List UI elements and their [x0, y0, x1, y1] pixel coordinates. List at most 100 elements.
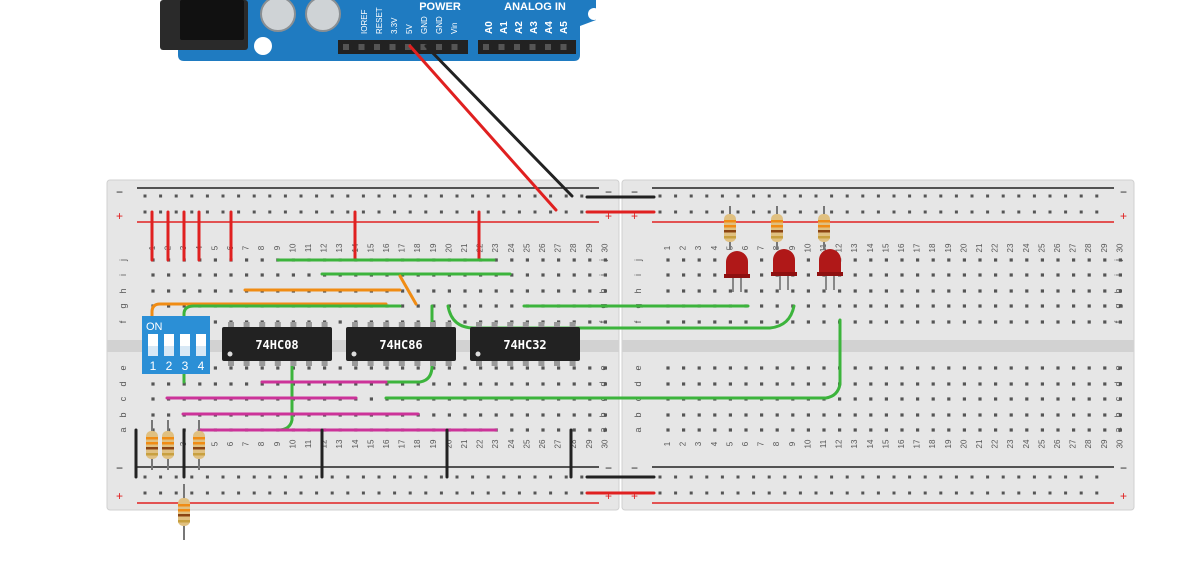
header-socket[interactable] [405, 44, 411, 50]
rail-hole[interactable] [705, 194, 709, 198]
breadboard-hole[interactable] [806, 428, 810, 432]
breadboard-hole[interactable] [713, 289, 717, 293]
breadboard-hole[interactable] [557, 258, 561, 262]
rail-hole[interactable] [346, 210, 350, 214]
breadboard-hole[interactable] [775, 304, 779, 308]
breadboard-hole[interactable] [806, 413, 810, 417]
breadboard-hole[interactable] [744, 413, 748, 417]
breadboard-hole[interactable] [853, 366, 857, 370]
rail-hole[interactable] [1017, 194, 1021, 198]
rail-hole[interactable] [1032, 491, 1036, 495]
breadboard-hole[interactable] [260, 366, 264, 370]
breadboard-hole[interactable] [838, 397, 842, 401]
breadboard-hole[interactable] [1009, 428, 1013, 432]
breadboard-hole[interactable] [884, 258, 888, 262]
rail-hole[interactable] [377, 491, 381, 495]
breadboard-hole[interactable] [962, 320, 966, 324]
dip-switch-lever[interactable] [180, 334, 190, 356]
rail-hole[interactable] [486, 475, 490, 479]
breadboard-hole[interactable] [791, 320, 795, 324]
rail-hole[interactable] [1079, 475, 1083, 479]
rail-hole[interactable] [720, 210, 724, 214]
breadboard-hole[interactable] [806, 258, 810, 262]
breadboard-hole[interactable] [572, 428, 576, 432]
rail-hole[interactable] [923, 491, 927, 495]
breadboard-hole[interactable] [1103, 304, 1107, 308]
breadboard-hole[interactable] [541, 258, 545, 262]
breadboard-hole[interactable] [744, 382, 748, 386]
breadboard-hole[interactable] [167, 289, 171, 293]
breadboard-hole[interactable] [369, 397, 373, 401]
breadboard-hole[interactable] [884, 428, 888, 432]
breadboard-hole[interactable] [869, 304, 873, 308]
breadboard-hole[interactable] [1040, 304, 1044, 308]
breadboard-hole[interactable] [494, 258, 498, 262]
breadboard-hole[interactable] [338, 320, 342, 324]
breadboard-hole[interactable] [260, 258, 264, 262]
rail-hole[interactable] [580, 194, 584, 198]
rail-hole[interactable] [237, 210, 241, 214]
breadboard-hole[interactable] [1056, 397, 1060, 401]
breadboard-hole[interactable] [994, 258, 998, 262]
rail-hole[interactable] [767, 475, 771, 479]
breadboard-hole[interactable] [603, 382, 607, 386]
breadboard-hole[interactable] [884, 289, 888, 293]
breadboard-hole[interactable] [1040, 258, 1044, 262]
rail-hole[interactable] [1048, 475, 1052, 479]
rail-hole[interactable] [471, 475, 475, 479]
breadboard-hole[interactable] [666, 273, 670, 277]
rail-hole[interactable] [845, 194, 849, 198]
rail-hole[interactable] [1032, 475, 1036, 479]
breadboard-hole[interactable] [557, 428, 561, 432]
breadboard-hole[interactable] [1087, 397, 1091, 401]
breadboard-hole[interactable] [760, 258, 764, 262]
breadboard-hole[interactable] [994, 428, 998, 432]
breadboard-hole[interactable] [760, 413, 764, 417]
rail-hole[interactable] [814, 210, 818, 214]
breadboard-hole[interactable] [728, 428, 732, 432]
breadboard-hole[interactable] [853, 273, 857, 277]
rail-hole[interactable] [190, 475, 194, 479]
breadboard-hole[interactable] [884, 397, 888, 401]
breadboard-hole[interactable] [1072, 273, 1076, 277]
breadboard-hole[interactable] [167, 273, 171, 277]
breadboard-hole[interactable] [760, 382, 764, 386]
rail-hole[interactable] [361, 210, 365, 214]
breadboard-hole[interactable] [806, 366, 810, 370]
rail-hole[interactable] [1001, 491, 1005, 495]
breadboard-hole[interactable] [884, 320, 888, 324]
breadboard-hole[interactable] [229, 382, 233, 386]
resistor-led[interactable] [724, 206, 736, 250]
rail-hole[interactable] [736, 491, 740, 495]
breadboard-hole[interactable] [713, 413, 717, 417]
rail-hole[interactable] [1048, 210, 1052, 214]
breadboard-hole[interactable] [1009, 382, 1013, 386]
rail-hole[interactable] [954, 491, 958, 495]
rail-hole[interactable] [1064, 475, 1068, 479]
rail-hole[interactable] [408, 491, 412, 495]
breadboard-hole[interactable] [806, 289, 810, 293]
breadboard-hole[interactable] [1040, 273, 1044, 277]
rail-hole[interactable] [393, 210, 397, 214]
breadboard-hole[interactable] [572, 382, 576, 386]
breadboard-hole[interactable] [682, 273, 686, 277]
breadboard-hole[interactable] [510, 304, 514, 308]
breadboard-hole[interactable] [338, 366, 342, 370]
rail-hole[interactable] [330, 475, 334, 479]
ic-chip[interactable]: 74HC08 [222, 322, 332, 366]
breadboard-hole[interactable] [525, 382, 529, 386]
rail-hole[interactable] [252, 475, 256, 479]
breadboard-hole[interactable] [791, 366, 795, 370]
breadboard-hole[interactable] [900, 382, 904, 386]
rail-hole[interactable] [830, 210, 834, 214]
breadboard-hole[interactable] [603, 366, 607, 370]
breadboard-hole[interactable] [1009, 304, 1013, 308]
breadboard-hole[interactable] [744, 428, 748, 432]
breadboard-hole[interactable] [369, 382, 373, 386]
rail-hole[interactable] [408, 210, 412, 214]
breadboard-hole[interactable] [666, 428, 670, 432]
rail-hole[interactable] [190, 210, 194, 214]
breadboard-hole[interactable] [198, 382, 202, 386]
breadboard-hole[interactable] [525, 413, 529, 417]
breadboard-hole[interactable] [931, 320, 935, 324]
